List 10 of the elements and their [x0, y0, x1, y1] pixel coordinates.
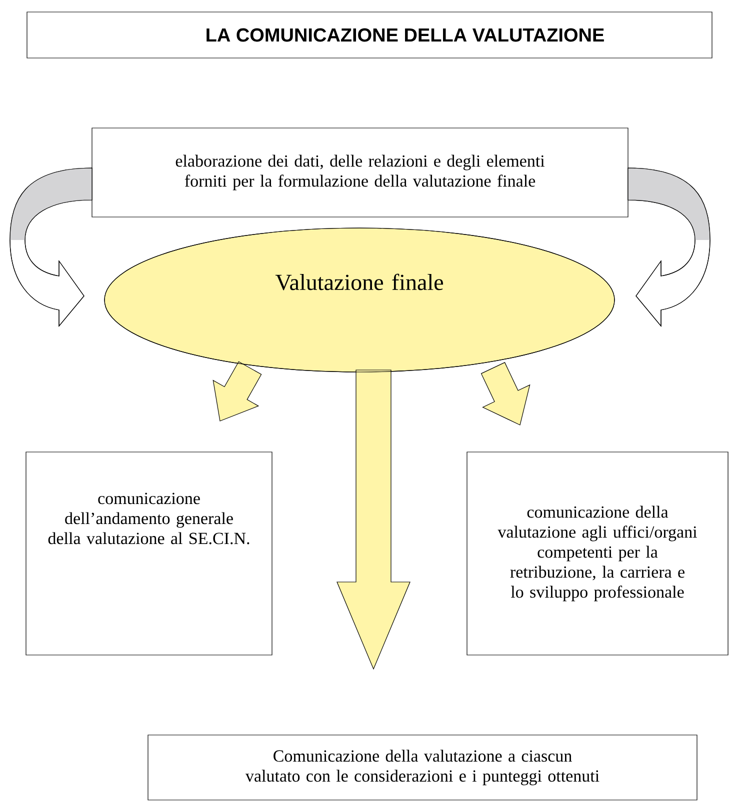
curved-arrow	[10, 168, 92, 326]
process-box: comunicazione dell’andamento generale della valutazione al SE.CI.N.	[26, 452, 272, 656]
process-box: comunicazione della valutazione agli uffici/organi competenti per la retribuzione, la carriera e lo sviluppo professionale	[466, 452, 728, 656]
process-box: Comunicazione della valutazione a ciascun valutato con le considerazioni e i punteggi ottenuti	[148, 734, 698, 800]
block-arrow	[212, 361, 262, 422]
title-box: LA COMUNICAZIONE DELLA VALUTAZIONE	[26, 12, 712, 58]
process-box: elaborazione dei dati, delle relazioni e degli elementi forniti per la formulazione della valutazione finale	[92, 128, 628, 218]
block-arrow	[480, 362, 530, 426]
block-arrow	[336, 370, 410, 670]
curved-arrow	[628, 168, 710, 326]
